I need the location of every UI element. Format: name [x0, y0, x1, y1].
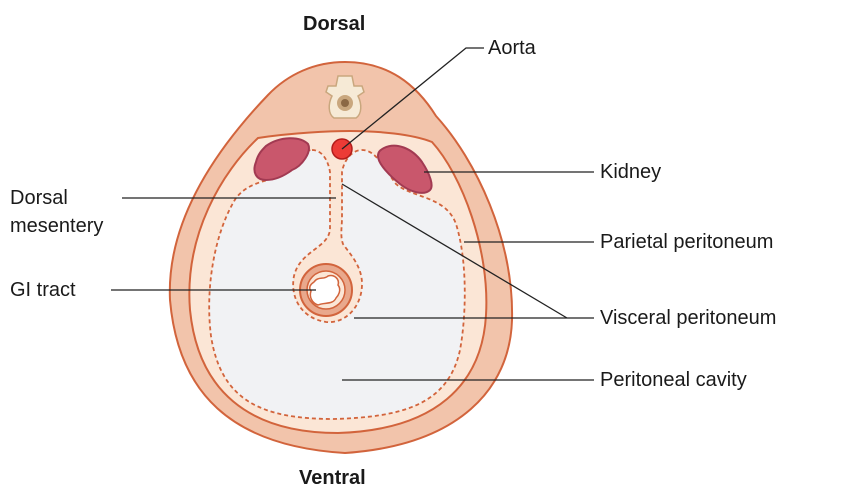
- orientation-label-dorsal: Dorsal: [303, 12, 365, 36]
- aorta-label: Aorta: [488, 36, 536, 60]
- gi-tract-label: GI tract: [10, 278, 76, 302]
- dorsal-mesentery-label-line2: mesentery: [10, 214, 103, 238]
- visceral-peritoneum-label: Visceral peritoneum: [600, 306, 776, 330]
- kidney-label: Kidney: [600, 160, 661, 184]
- peritoneal-cavity-label: Peritoneal cavity: [600, 368, 747, 392]
- dorsal-mesentery-label-line1: Dorsal: [10, 186, 68, 210]
- spinal-cord: [341, 99, 349, 107]
- parietal-peritoneum-label: Parietal peritoneum: [600, 230, 773, 254]
- orientation-label-ventral: Ventral: [299, 466, 366, 490]
